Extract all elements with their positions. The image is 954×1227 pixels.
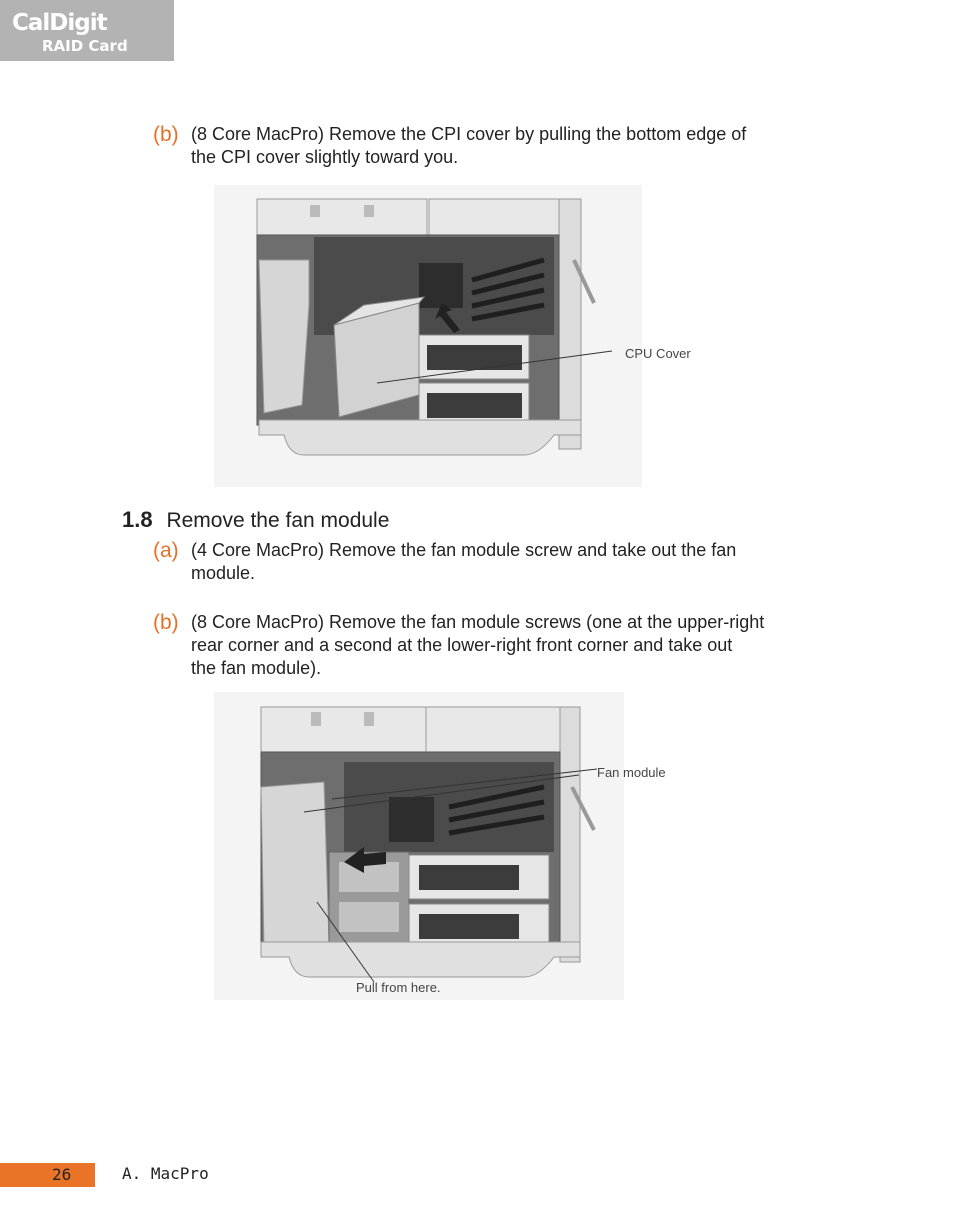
step-marker: (b) — [153, 611, 179, 634]
footer-page-tab — [0, 1163, 95, 1187]
pull-from-here-callout: Pull from here. — [356, 980, 441, 995]
step-text: (8 Core MacPro) Remove the fan module sc… — [191, 611, 764, 680]
step-text-line: (8 Core MacPro) Remove the fan module sc… — [191, 612, 765, 632]
step-marker: (b) — [153, 123, 179, 146]
step-text: (4 Core MacPro) Remove the fan module sc… — [191, 539, 736, 585]
section-heading: 1.8 Remove the fan module — [122, 507, 389, 533]
step-text-line: the fan module). — [191, 658, 322, 678]
section-title: Remove the fan module — [166, 509, 390, 532]
section-number: 1.8 — [122, 507, 153, 532]
step-text-line: the CPI cover slightly toward you. — [191, 147, 459, 167]
step-text: (8 Core MacPro) Remove the CPI cover by … — [191, 123, 746, 169]
step-marker: (a) — [153, 539, 179, 562]
step-text-line: rear corner and a second at the lower-ri… — [191, 635, 733, 655]
step-b-cpu-cover: (b) (8 Core MacPro) Remove the CPI cover… — [153, 123, 813, 173]
brand-name: CalDigit — [12, 10, 108, 36]
product-name: RAID Card — [42, 37, 128, 55]
step-text-line: module. — [191, 563, 256, 583]
step-text-line: (8 Core MacPro) Remove the CPI cover by … — [191, 124, 747, 144]
step-text-line: (4 Core MacPro) Remove the fan module sc… — [191, 540, 737, 560]
step-b-fan-module: (b) (8 Core MacPro) Remove the fan modul… — [153, 611, 833, 683]
page-number: 26 — [0, 1163, 130, 1187]
caldigit-logo: CalDigit RAID Card — [0, 0, 174, 61]
macpro-cpu-cover-illustration: CPU Cover — [214, 185, 704, 487]
page-number-text: 26 — [52, 1165, 72, 1184]
chapter-title: A. MacPro — [122, 1164, 209, 1183]
step-a-fan-module: (a) (4 Core MacPro) Remove the fan modul… — [153, 539, 813, 589]
cpu-cover-callout: CPU Cover — [625, 346, 691, 361]
fan-module-callout: Fan module — [597, 765, 666, 780]
macpro-fan-module-illustration: Fan module Pull from here. — [214, 692, 704, 1000]
